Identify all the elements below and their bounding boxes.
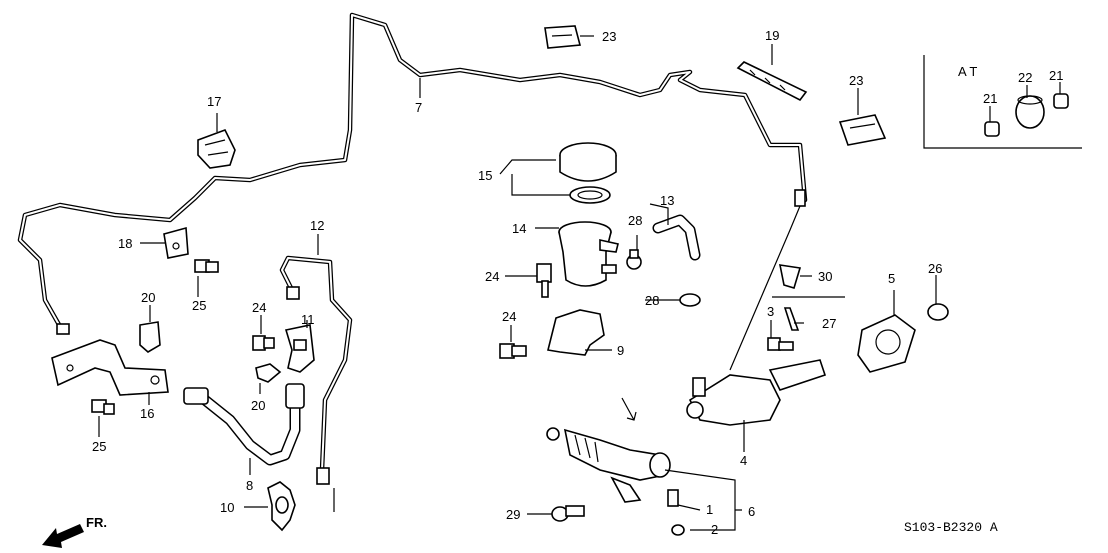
label-p15: 15: [478, 168, 492, 183]
install-arrow: [621, 397, 637, 421]
front-direction-arrow-icon: [42, 524, 84, 548]
clutch-hose: [183, 383, 305, 466]
label-p25a: 25: [192, 298, 206, 313]
pipe-clip-23a: [544, 25, 582, 49]
reservoir-hose: [652, 214, 701, 261]
master-cylinder-gasket: [857, 314, 916, 373]
pipe-link-line: [729, 205, 801, 371]
leader-lines: [98, 35, 1061, 531]
diagram-code: S103-B2320 A: [904, 520, 998, 535]
label-p20a: 20: [141, 290, 155, 305]
bleeder-cap: [671, 524, 685, 536]
clutch-master-cylinder: [686, 359, 827, 426]
hose-clip-28a: [626, 249, 642, 270]
label-p28a: 28: [628, 213, 642, 228]
reservoir-bracket: [547, 309, 605, 356]
at-label: A T: [958, 64, 977, 79]
clutch-pipe: [17, 12, 808, 335]
label-p24c: 24: [502, 309, 516, 324]
clutch-reservoir: [558, 221, 619, 287]
bolt-29: [551, 505, 585, 522]
clutch-slave-cylinder: [546, 427, 671, 503]
bolt-24c: [499, 343, 527, 359]
reservoir-cap: [559, 142, 617, 204]
label-p17: 17: [207, 94, 221, 109]
pipe-clip-20b: [255, 363, 282, 383]
label-p8: 8: [246, 478, 253, 493]
label-p27: 27: [822, 316, 836, 331]
direction-label: FR.: [86, 515, 107, 530]
label-p23b: 23: [849, 73, 863, 88]
label-p29: 29: [506, 507, 520, 522]
label-p24a: 24: [252, 300, 266, 315]
clevis-pin: [783, 307, 800, 331]
hose-bracket: [284, 324, 315, 373]
label-p9: 9: [617, 343, 624, 358]
part-number-labels: 7 12 11 8 10 16 18 17 20 20 25 25 24 24 …: [86, 28, 1063, 537]
bolt-24a: [252, 335, 275, 351]
label-p21a: 21: [983, 91, 997, 106]
grommet-26: [927, 303, 949, 321]
label-p25b: 25: [92, 439, 106, 454]
bolt-3: [767, 337, 794, 351]
clutch-pipe-12: [279, 255, 353, 512]
label-p16: 16: [140, 406, 154, 421]
label-p4: 4: [740, 453, 747, 468]
pipe-bracket: [51, 339, 169, 396]
at-cap-21a: [984, 121, 1000, 137]
pipe-clip-17: [197, 129, 236, 169]
label-p18: 18: [118, 236, 132, 251]
label-p28b: 28: [645, 293, 659, 308]
label-p2: 2: [711, 522, 718, 537]
bolt-25a: [194, 259, 219, 273]
label-p1: 1: [706, 502, 713, 517]
label-p20b: 20: [251, 398, 265, 413]
at-inset-box: [923, 55, 1082, 149]
label-p22: 22: [1018, 70, 1032, 85]
at-plug-22: [1015, 95, 1045, 129]
label-p7: 7: [415, 100, 422, 115]
bolt-24b: [536, 263, 552, 298]
label-p24b: 24: [485, 269, 499, 284]
label-p6: 6: [748, 504, 755, 519]
hose-protector: [736, 61, 808, 102]
label-p21b: 21: [1049, 68, 1063, 83]
label-p26: 26: [928, 261, 942, 276]
label-p14: 14: [512, 221, 526, 236]
label-p5: 5: [888, 271, 895, 286]
label-p30: 30: [818, 269, 832, 284]
at-cap-21b: [1053, 93, 1069, 109]
label-p23a: 23: [602, 29, 616, 44]
pipe-clip-23b: [838, 114, 887, 146]
hose-clip-28b: [679, 293, 701, 307]
label-p3: 3: [767, 304, 774, 319]
pipe-clip-20a: [139, 321, 161, 353]
label-p10: 10: [220, 500, 234, 515]
hose-clamp: [267, 481, 296, 532]
snap-pin: [778, 264, 802, 289]
label-p11: 11: [301, 312, 315, 327]
label-p12: 12: [310, 218, 324, 233]
label-p19: 19: [765, 28, 779, 43]
label-p13: 13: [660, 193, 674, 208]
bleeder-screw: [667, 489, 679, 507]
pipe-clip-18: [163, 226, 189, 259]
bolt-25b: [91, 399, 115, 415]
